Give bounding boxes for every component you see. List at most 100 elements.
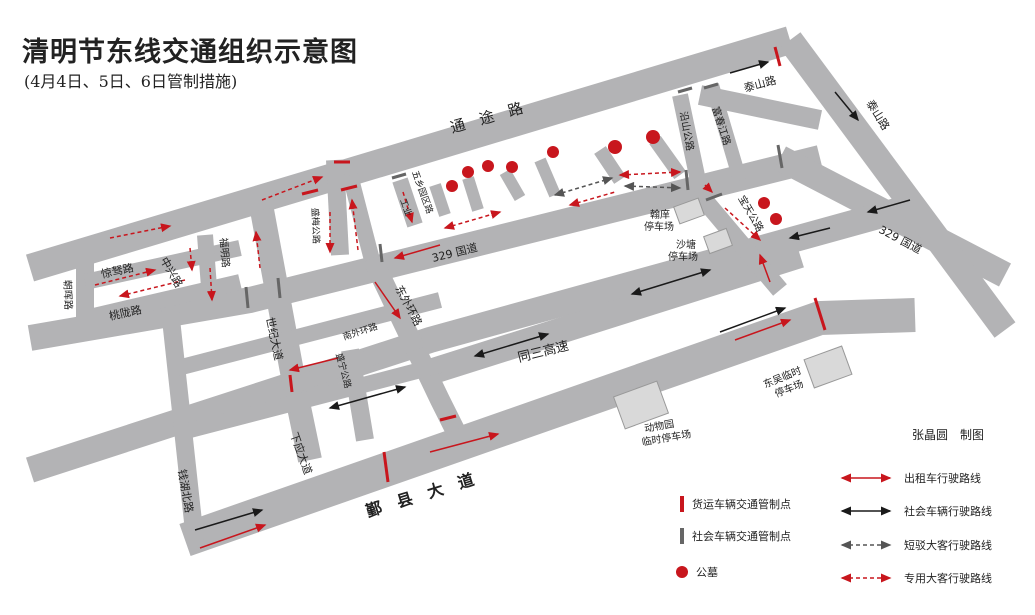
special-bus-route <box>568 191 616 207</box>
social-control-point <box>703 82 719 90</box>
social-control-point <box>705 192 723 202</box>
road-fuming <box>197 234 218 301</box>
special-bus-route <box>443 210 502 230</box>
road-yanshan <box>672 93 708 192</box>
road-tongtu <box>25 26 795 282</box>
social-control-point <box>677 86 693 94</box>
road-shiji <box>250 207 322 463</box>
road-local-s <box>187 357 443 438</box>
label-chaohui: 朝晖路 <box>61 280 75 310</box>
special-bus-route <box>94 267 157 286</box>
shatang-line1: 沙塘 <box>676 238 696 251</box>
legend-taxi-label: 出租车行驶路线 <box>904 472 981 485</box>
road-spur2 <box>462 176 484 212</box>
road-329-national <box>27 145 824 351</box>
parking-zoo <box>612 380 670 430</box>
road-qianhubei <box>161 309 204 541</box>
social-marker-icon <box>680 528 684 544</box>
label-shengmei: 盛梅公路 <box>309 208 322 244</box>
cemetery-dot <box>608 140 622 154</box>
freight-control-point <box>288 374 294 393</box>
label-fuming: 福明路 <box>217 237 233 268</box>
label-shatang: 沙塘停车场 <box>668 238 698 263</box>
label-jingnu: 惊驽路 <box>100 260 135 281</box>
legend-social-ctrl-label: 社会车辆交通管制点 <box>692 530 791 543</box>
label-taolong: 桃陇路 <box>108 302 143 323</box>
freight-control-points <box>288 46 827 483</box>
parking-hanxiang <box>673 197 705 225</box>
road-a <box>342 172 380 263</box>
social-route <box>719 306 787 333</box>
road-spur5 <box>594 146 626 184</box>
hanxiang-line1: 翰庠 <box>650 208 670 221</box>
taxi-arrow-icon <box>840 473 892 483</box>
social-route <box>866 199 911 214</box>
cemetery-dot <box>446 180 458 192</box>
social-route <box>630 268 712 296</box>
freight-control-point <box>340 184 358 192</box>
shuttle-route <box>623 181 682 193</box>
map-subtitle: (4月4日、5日、6日管制措施) <box>24 72 238 91</box>
road-spur1 <box>429 183 451 217</box>
special-bus-route <box>702 182 714 194</box>
social-route <box>328 385 407 410</box>
freight-control-point <box>813 297 827 331</box>
social-route <box>194 508 264 531</box>
legend-special: 专用大客行驶路线 <box>836 570 992 586</box>
special-bus-route <box>186 247 196 272</box>
special-bus-route <box>261 176 324 201</box>
road-taishan <box>779 32 1016 338</box>
parking-areas <box>612 197 853 430</box>
taxi-route <box>758 253 771 283</box>
label-dongwu: 东吴临时停车场 <box>761 364 808 403</box>
shatang-line2: 停车场 <box>668 250 698 263</box>
cemetery-dot-icon <box>676 566 688 578</box>
cemetery-dot <box>758 197 770 209</box>
special-bus-route <box>109 223 172 239</box>
cemetery-dot <box>646 130 660 144</box>
social-route <box>788 227 831 241</box>
special-bus-route <box>724 207 762 242</box>
label-hanxiang: 翰庠停车场 <box>644 208 674 233</box>
social-route <box>729 60 770 74</box>
cemetery-dot <box>770 213 782 225</box>
parking-dongwu <box>803 345 853 389</box>
taxi-route <box>199 523 267 549</box>
map-credit: 张晶圆 制图 <box>912 428 985 442</box>
cemetery-dot <box>506 161 518 173</box>
legend-social-route: 社会车辆行驶路线 <box>836 503 992 519</box>
special-bus-route <box>402 191 414 224</box>
legend-cemetery: 公墓 <box>676 564 718 580</box>
road-spur3 <box>499 169 526 201</box>
taxi-route <box>288 357 339 373</box>
cemetery-dot <box>462 166 474 178</box>
cemeteries <box>446 130 782 225</box>
legend-cemetery-label: 公墓 <box>696 566 718 579</box>
legend-social-ctrl: 社会车辆交通管制点 <box>680 528 791 544</box>
freight-control-point <box>773 46 782 67</box>
hanxiang-line2: 停车场 <box>644 220 674 233</box>
taxi-route <box>429 431 500 453</box>
social-control-point <box>378 243 384 263</box>
social-route <box>834 91 859 122</box>
legend-special-label: 专用大客行驶路线 <box>904 572 992 585</box>
legend-taxi: 出租车行驶路线 <box>836 470 981 486</box>
legend-freight: 货运车辆交通管制点 <box>680 496 791 512</box>
legend-freight-label: 货运车辆交通管制点 <box>692 498 791 511</box>
freight-control-point <box>382 451 390 483</box>
legend-social-route-label: 社会车辆行驶路线 <box>904 505 992 518</box>
social-control-point <box>391 172 407 180</box>
legend-shuttle-label: 短驳大客行驶路线 <box>904 539 992 552</box>
social-control-point <box>684 169 690 191</box>
label-taishan-a: 泰山路 <box>742 73 777 95</box>
map-title: 清明节东线交通组织示意图 <box>22 37 358 68</box>
shuttle-arrow-icon <box>840 540 892 550</box>
special-bus-route <box>618 167 682 180</box>
parking-shatang <box>703 227 733 255</box>
cemetery-dot <box>547 146 559 158</box>
legend-shuttle: 短驳大客行驶路线 <box>836 537 992 553</box>
social-control-points <box>244 82 784 309</box>
road-spur4 <box>534 157 561 198</box>
taxi-route <box>734 318 792 341</box>
